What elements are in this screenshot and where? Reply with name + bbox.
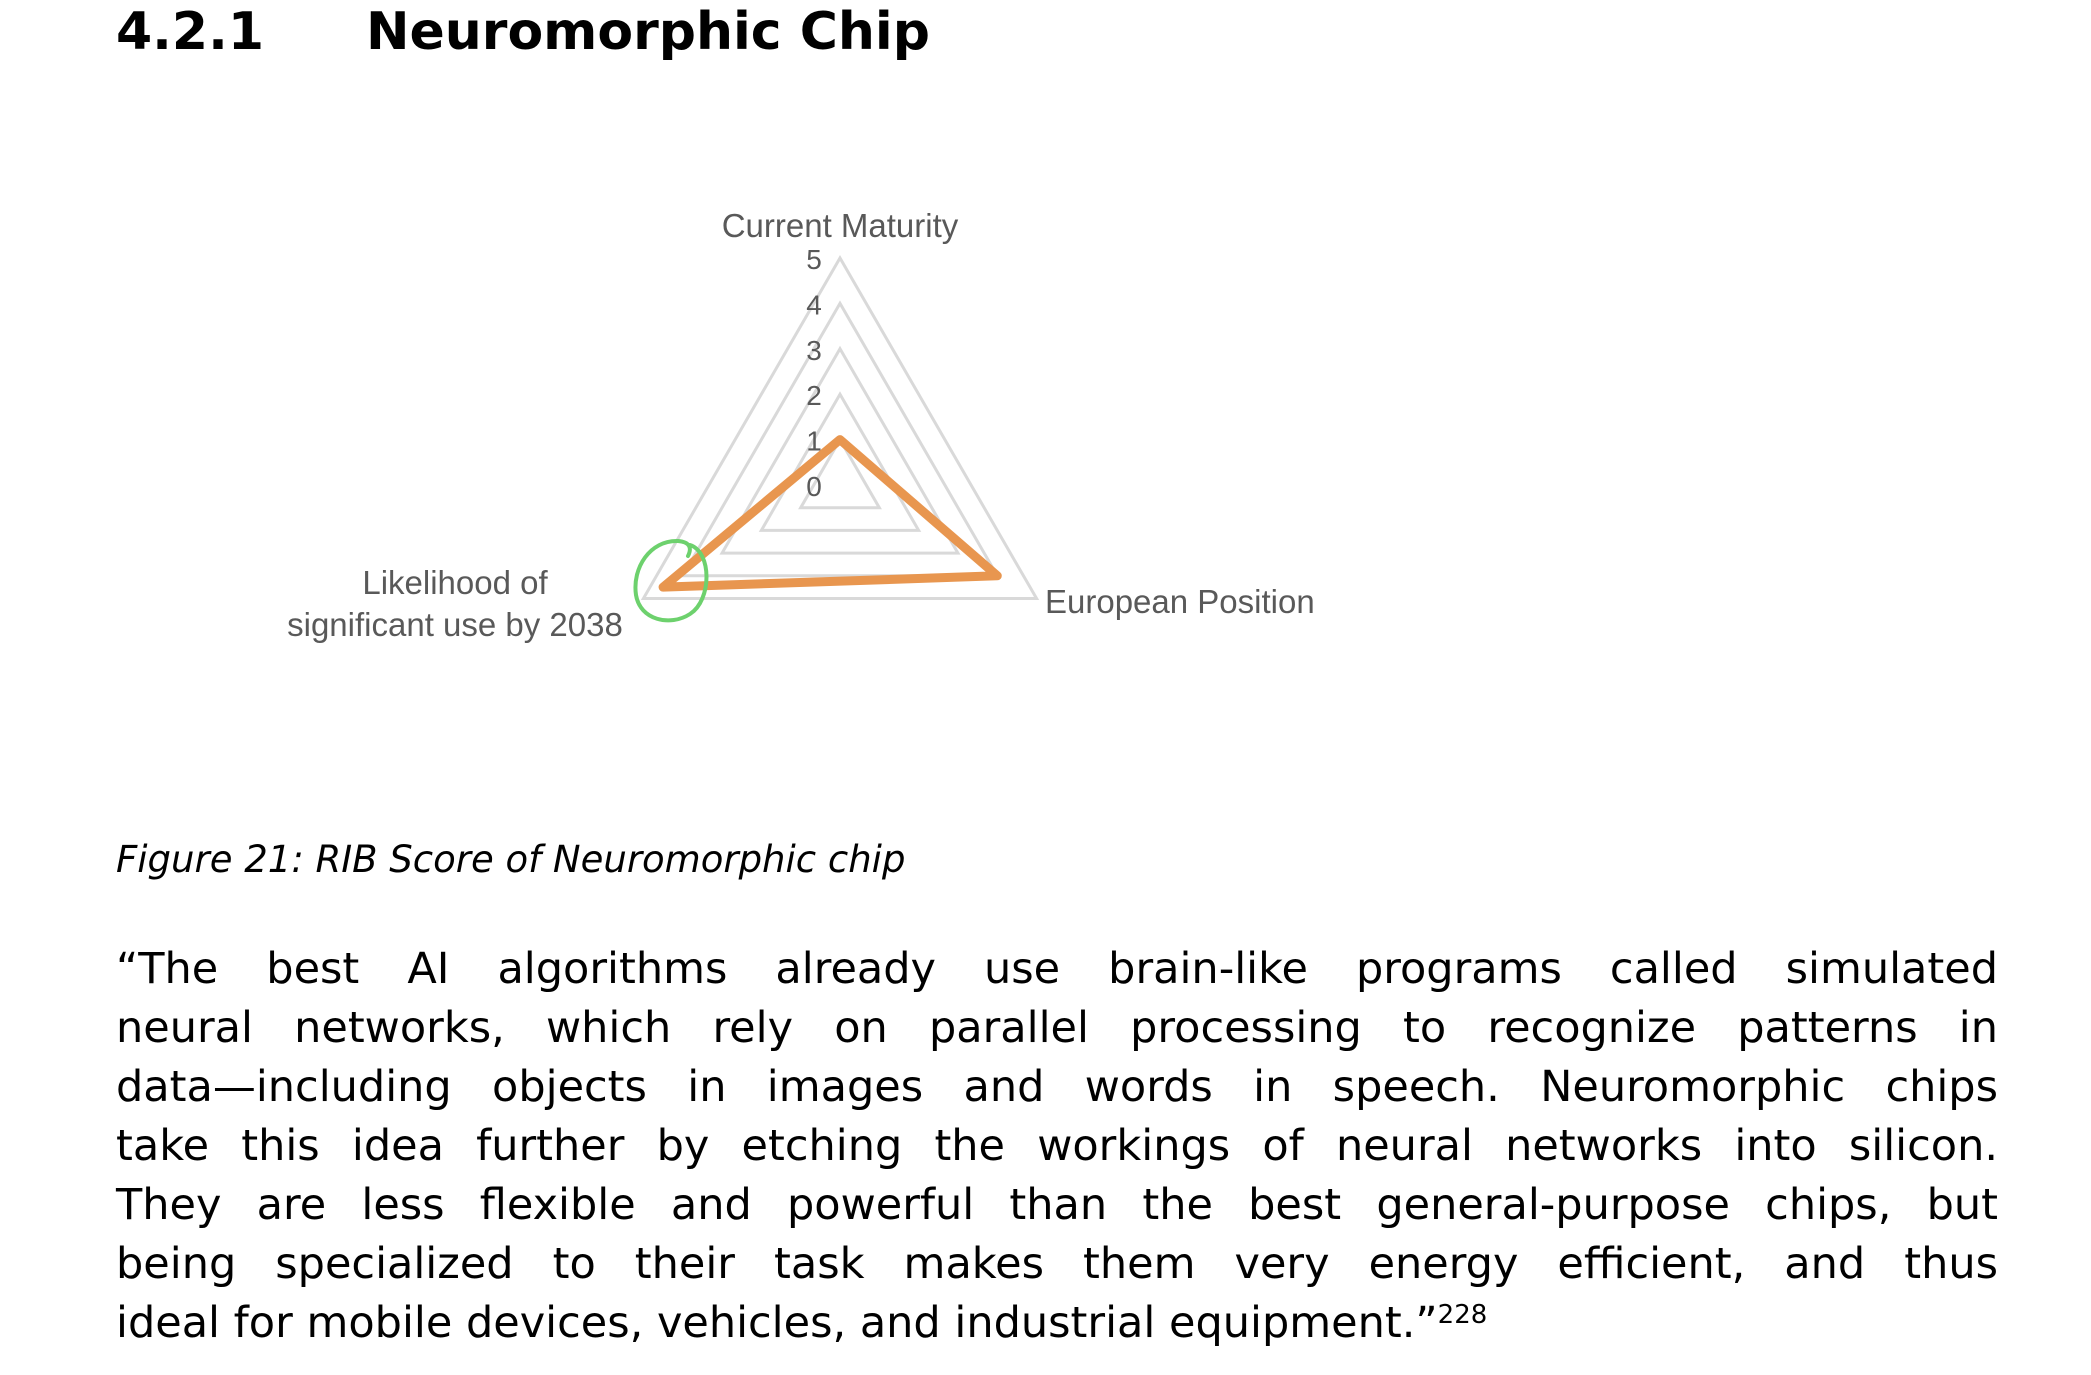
grid-ring-4	[680, 300, 1000, 578]
series-line	[658, 435, 1002, 592]
annotation-circle	[633, 538, 709, 623]
paragraph-line: take this idea further by etching the wo…	[116, 1121, 1998, 1171]
paragraph-line-last: ideal for mobile devices, vehicles, and …	[116, 1294, 1998, 1353]
footnote-ref[interactable]: 228	[1437, 1300, 1488, 1330]
paragraph-line: neural networks, which rely on parallel …	[116, 1003, 1998, 1053]
paragraph-line: being specialized to their task makes th…	[116, 1239, 1998, 1289]
figure-caption: Figure 21: RIB Score of Neuromorphic chi…	[116, 838, 906, 881]
paragraph-line: ideal for mobile devices, vehicles, and …	[116, 1298, 1438, 1348]
section-heading: 4.2.1 Neuromorphic Chip	[116, 2, 930, 62]
paragraph-line: data—including objects in images and wor…	[116, 1062, 1998, 1112]
paragraph-line: “The best AI algorithms already use brai…	[116, 944, 1998, 994]
tick-label: 2	[806, 380, 822, 411]
paragraph-line: They are less flexible and powerful than…	[116, 1180, 1998, 1230]
grid-ring-1	[798, 436, 882, 510]
grid-ring-5	[640, 255, 1040, 600]
grid-ring-2	[758, 391, 922, 532]
axis-label: significant use by 2038	[287, 606, 623, 643]
section-number: 4.2.1	[116, 2, 265, 62]
tick-label: 4	[806, 289, 822, 320]
quote-paragraph: “The best AI algorithms already use brai…	[116, 940, 1998, 1353]
section-title: Neuromorphic Chip	[366, 2, 930, 62]
axis-label: Likelihood of	[362, 564, 548, 601]
grid-ring-3	[719, 345, 961, 555]
tick-label: 5	[806, 244, 822, 275]
tick-label: 1	[806, 426, 822, 457]
axis-label: Current Maturity	[722, 207, 959, 244]
tick-label: 3	[806, 335, 822, 366]
tick-label: 0	[806, 471, 822, 502]
axis-label: European Position	[1045, 583, 1315, 620]
